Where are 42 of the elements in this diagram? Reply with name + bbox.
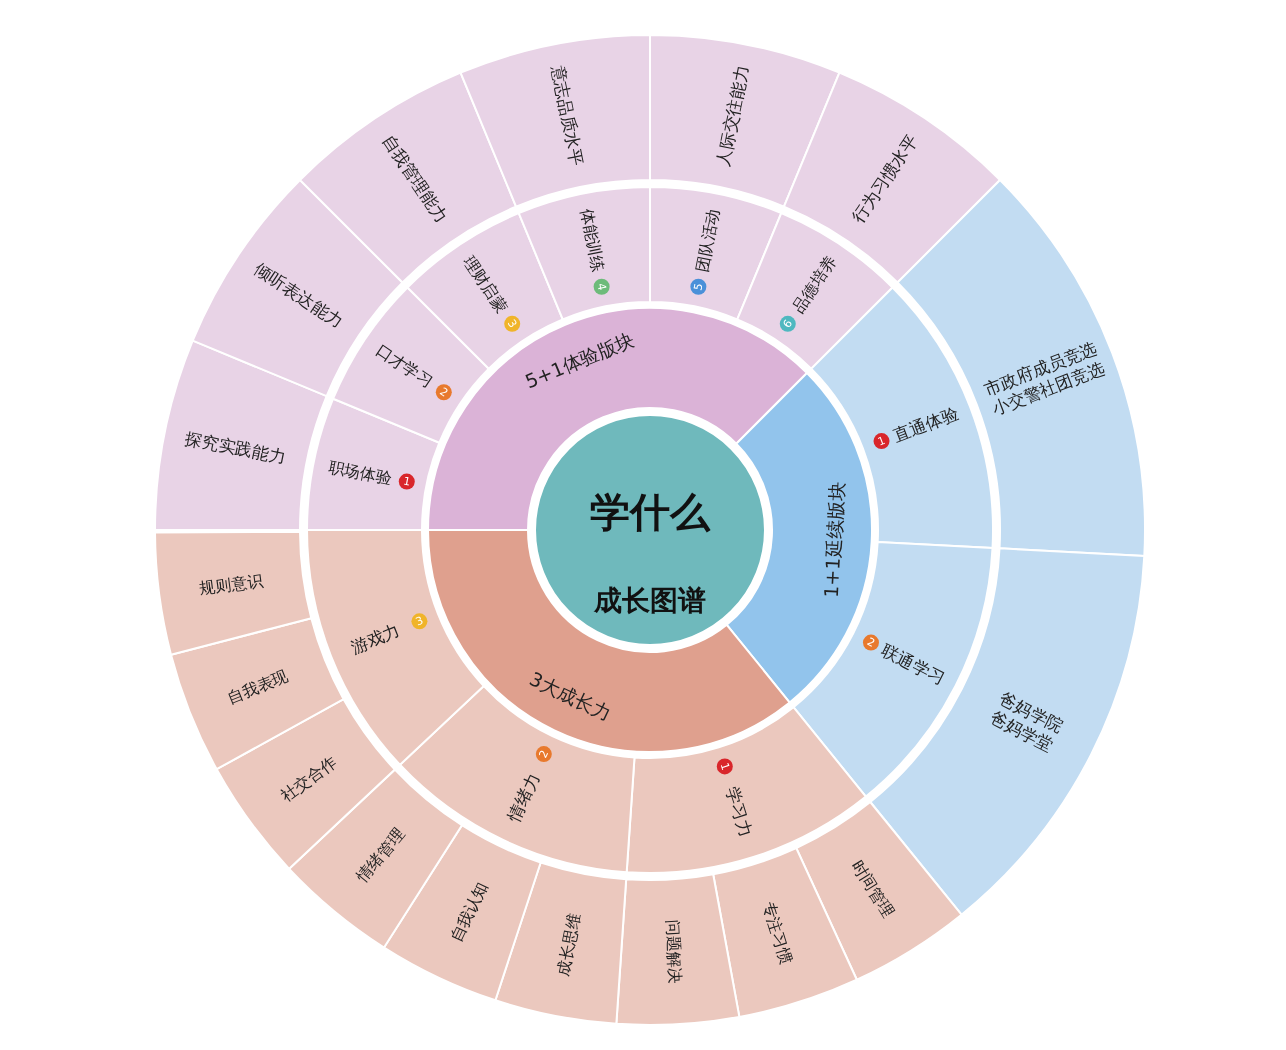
segment-label: 倾听表达能力 <box>250 258 347 332</box>
segment-label: 直通体验 <box>890 402 962 446</box>
segment-label: 成长思维 <box>553 911 585 978</box>
segment-label: 人际交往能力 <box>712 63 753 168</box>
center-title: 学什么 <box>590 489 710 535</box>
number-badge: 5 <box>690 278 707 295</box>
segment-label: 情绪管理 <box>352 824 409 886</box>
number-badge: 6 <box>779 315 796 332</box>
number-badge: 1 <box>873 433 890 450</box>
segment-label: 联通学习 <box>878 639 949 689</box>
segment-label: 游戏力 <box>347 620 403 658</box>
number-badge: 1 <box>716 758 733 775</box>
segment-label: 学习力 <box>721 784 757 840</box>
number-badge: 3 <box>504 315 521 332</box>
number-badge: 4 <box>593 278 610 295</box>
segment-label: 时间管理 <box>848 856 898 922</box>
segment-label: 行为习惯水平 <box>848 130 922 227</box>
number-badge: 2 <box>435 384 452 401</box>
number-badge: 3 <box>411 613 428 630</box>
segment-label: 1+1延续版块 <box>819 481 848 599</box>
segment-label: 探究实践能力 <box>183 427 288 468</box>
segment-label: 情绪力 <box>503 769 544 825</box>
segment-label: 5+1体验版块 <box>521 327 638 393</box>
number-badge: 2 <box>862 634 879 651</box>
segment-label: 问题解决 <box>662 919 686 985</box>
segment-label: 社交合作 <box>276 752 340 806</box>
center-subtitle: 成长图谱 <box>594 584 706 617</box>
segment-label: 理财启蒙 <box>460 252 512 317</box>
segment-label: 规则意识 <box>198 571 265 599</box>
segment-label: 口才学习 <box>372 340 437 392</box>
segment-label: 职场体验 <box>326 456 394 488</box>
segment-label: 自我认知 <box>446 878 492 945</box>
segment-label: 专注习惯 <box>758 899 797 967</box>
segment-label: 意志品质水平 <box>547 63 588 168</box>
segment-label: 自我表现 <box>224 665 291 708</box>
segment-label: 品德培养 <box>788 252 840 317</box>
segment-label: 体能训练 <box>576 206 608 274</box>
number-badge: 1 <box>398 473 415 490</box>
segment-label: 3大成长力 <box>526 667 616 725</box>
segment-label: 自我管理能力 <box>378 130 452 227</box>
number-badge: 2 <box>535 746 552 763</box>
segment-label: 团队活动 <box>692 206 724 274</box>
